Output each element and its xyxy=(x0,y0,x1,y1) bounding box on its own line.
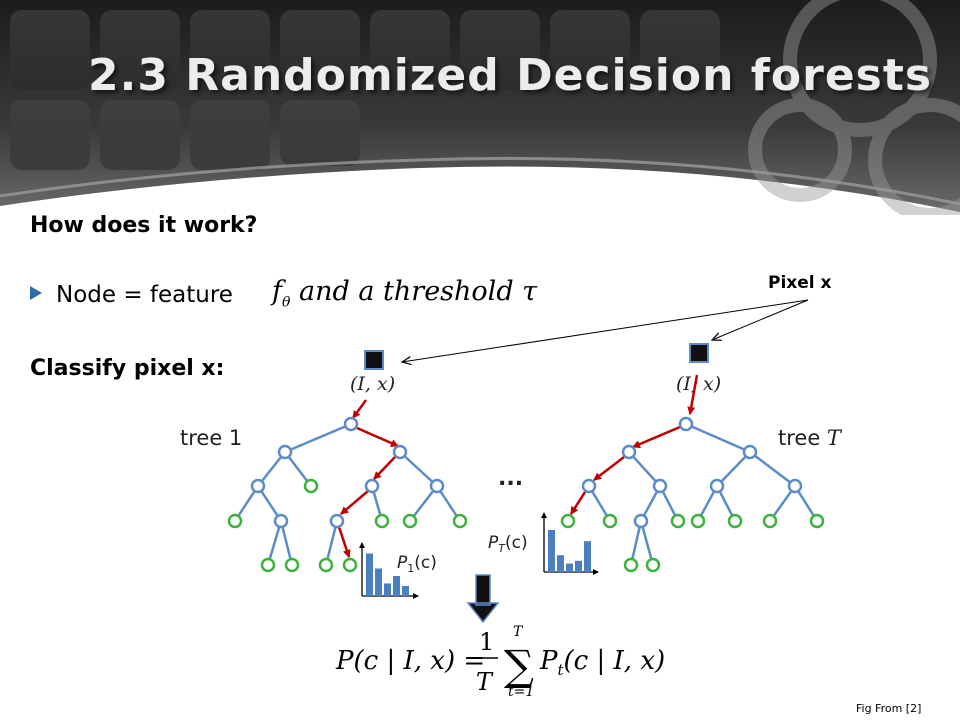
treeT-leaf-nodes xyxy=(560,513,825,573)
p1-histogram-bar xyxy=(402,586,409,596)
formula-denominator: T xyxy=(476,668,494,696)
pixel-x-label: Pixel x xyxy=(768,273,832,293)
ellipsis: ... xyxy=(498,466,523,491)
feature-math-expression: fθ and a threshold τ xyxy=(272,276,537,310)
formula-sigma: ∑ xyxy=(504,641,534,690)
pT-label: PT(c) xyxy=(488,533,528,555)
p1-histogram-bar xyxy=(366,553,373,596)
pT-histogram-bar xyxy=(584,541,591,572)
pointer-line-treeT xyxy=(712,299,809,340)
formula-lhs: P(c | I, x) = xyxy=(335,646,485,676)
pixel-marker-treeT xyxy=(689,343,709,363)
tree1-leaf-nodes xyxy=(227,478,468,573)
bullet-text: Node = feature xyxy=(56,282,233,308)
pointer-line-tree1 xyxy=(402,299,809,362)
formula-term: Pt(c | I, x) xyxy=(539,646,665,679)
p1-histogram-bar xyxy=(384,583,391,596)
input-label-treeT: (I, x) xyxy=(676,373,721,395)
bullet-arrow-icon xyxy=(30,286,42,300)
bullet-node-feature: Node = feature xyxy=(30,282,233,308)
aggregation-formula: P(c | I, x) = 1 T T ∑ t=1 Pt(c | I, x) xyxy=(335,624,665,700)
tree1-edges xyxy=(233,422,462,566)
tree1-internal-nodes xyxy=(250,416,445,529)
formula-sum-upper: T xyxy=(513,624,524,640)
p1-histogram-bar xyxy=(375,568,382,596)
pT-histogram xyxy=(541,512,599,575)
treeT-path xyxy=(569,374,699,515)
p1-label: P1(c) xyxy=(397,553,437,575)
pT-histogram-bar xyxy=(548,530,555,572)
tree1-path xyxy=(337,399,399,558)
heading-classify-pixel: Classify pixel x: xyxy=(30,356,225,381)
feature-theta: θ xyxy=(282,294,291,311)
treeT-label: tree T xyxy=(778,426,843,450)
p1-histogram-bar xyxy=(393,576,400,596)
pixel-marker-tree1 xyxy=(364,350,384,370)
pT-histogram-bar xyxy=(566,563,573,572)
tree1-label: tree 1 xyxy=(180,426,242,450)
formula-sum-lower: t=1 xyxy=(508,684,534,700)
down-arrow-icon xyxy=(466,574,500,624)
treeT-internal-nodes xyxy=(581,416,803,529)
p1-histogram xyxy=(359,542,419,599)
feature-rest: and a threshold τ xyxy=(290,276,538,307)
pT-histogram-bar xyxy=(575,560,582,572)
header-background xyxy=(0,0,960,215)
slide-title: 2.3 Randomized Decision forests xyxy=(88,50,933,101)
feature-f: f xyxy=(272,276,282,307)
pT-histogram-bar xyxy=(557,555,564,572)
formula-numerator: 1 xyxy=(479,628,494,656)
figure-credit: Fig From [2] xyxy=(856,702,922,715)
heading-how-it-works: How does it work? xyxy=(30,213,258,238)
input-label-tree1: (I, x) xyxy=(350,373,395,395)
